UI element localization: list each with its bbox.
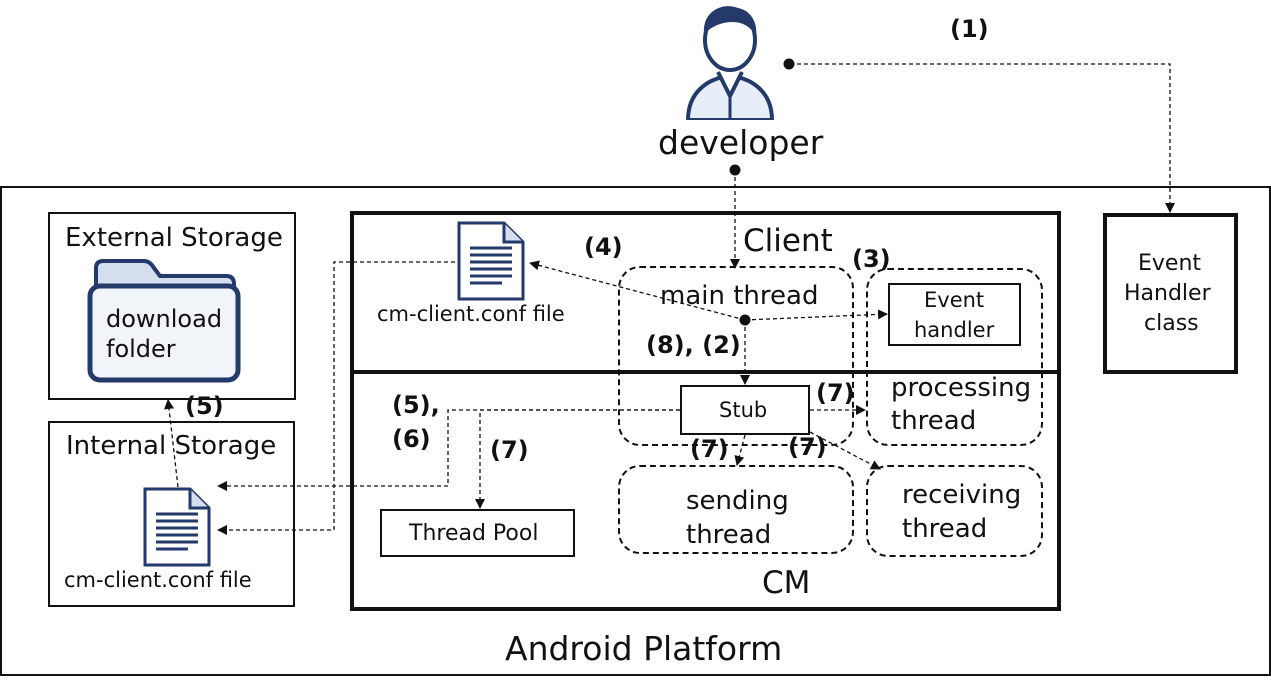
client-cm-divider (350, 370, 1061, 374)
event-handler-class-line2: Handler (1124, 281, 1211, 306)
sending-thread-line2: thread (686, 520, 772, 550)
step-7-sending-label: (7) (690, 435, 729, 463)
step-7-receiving-label: (7) (788, 433, 827, 461)
step-3-label: (3) (852, 245, 891, 273)
client-file-icon (457, 221, 525, 301)
internal-storage-title: Internal Storage (66, 431, 277, 461)
step-8-2-label: (8), (2) (646, 331, 741, 359)
receiving-thread-line1: receiving (902, 480, 1022, 510)
step-7-processing-label: (7) (816, 379, 855, 407)
receiving-thread-box (866, 465, 1043, 557)
event-handler-class-box (1103, 213, 1238, 374)
folder-label-line1: download (106, 305, 223, 333)
event-handler-box (888, 283, 1021, 346)
step-1-label: (1) (950, 15, 989, 43)
folder-icon (87, 259, 241, 383)
event-handler-line1: Event (924, 288, 985, 312)
receiving-thread-line2: thread (902, 514, 988, 544)
step-5-label: (5) (185, 392, 224, 420)
step-6-label: (6) (392, 425, 431, 453)
folder-label-line2: folder (106, 335, 176, 363)
stub-label: Stub (719, 398, 768, 422)
step-5-comma-label: (5), (392, 391, 440, 419)
thread-pool-box (380, 509, 575, 557)
developer-label: developer (658, 123, 824, 162)
sending-thread-line1: sending (686, 486, 789, 516)
processing-thread-line2: thread (891, 406, 977, 436)
event-handler-class-line3: class (1144, 311, 1199, 336)
external-storage-title: External Storage (65, 223, 283, 253)
thread-pool-label: Thread Pool (409, 521, 539, 546)
step-7-threadpool-label: (7) (490, 436, 529, 464)
developer-icon (685, 6, 775, 120)
sending-thread-box (618, 465, 854, 554)
client-file-label: cm-client.conf file (377, 302, 565, 326)
event-handler-line2: handler (914, 318, 995, 342)
event-handler-class-line1: Event (1138, 251, 1202, 276)
internal-file-label: cm-client.conf file (64, 568, 252, 592)
stub-box (680, 385, 810, 435)
main-thread-label: main thread (660, 281, 819, 311)
cm-title: CM (762, 565, 811, 601)
processing-thread-line1: processing (891, 373, 1032, 403)
internal-file-icon (143, 487, 211, 567)
step-4-label: (4) (584, 233, 623, 261)
processing-thread-box (866, 268, 1043, 446)
platform-label: Android Platform (505, 629, 783, 668)
client-title: Client (743, 223, 833, 259)
